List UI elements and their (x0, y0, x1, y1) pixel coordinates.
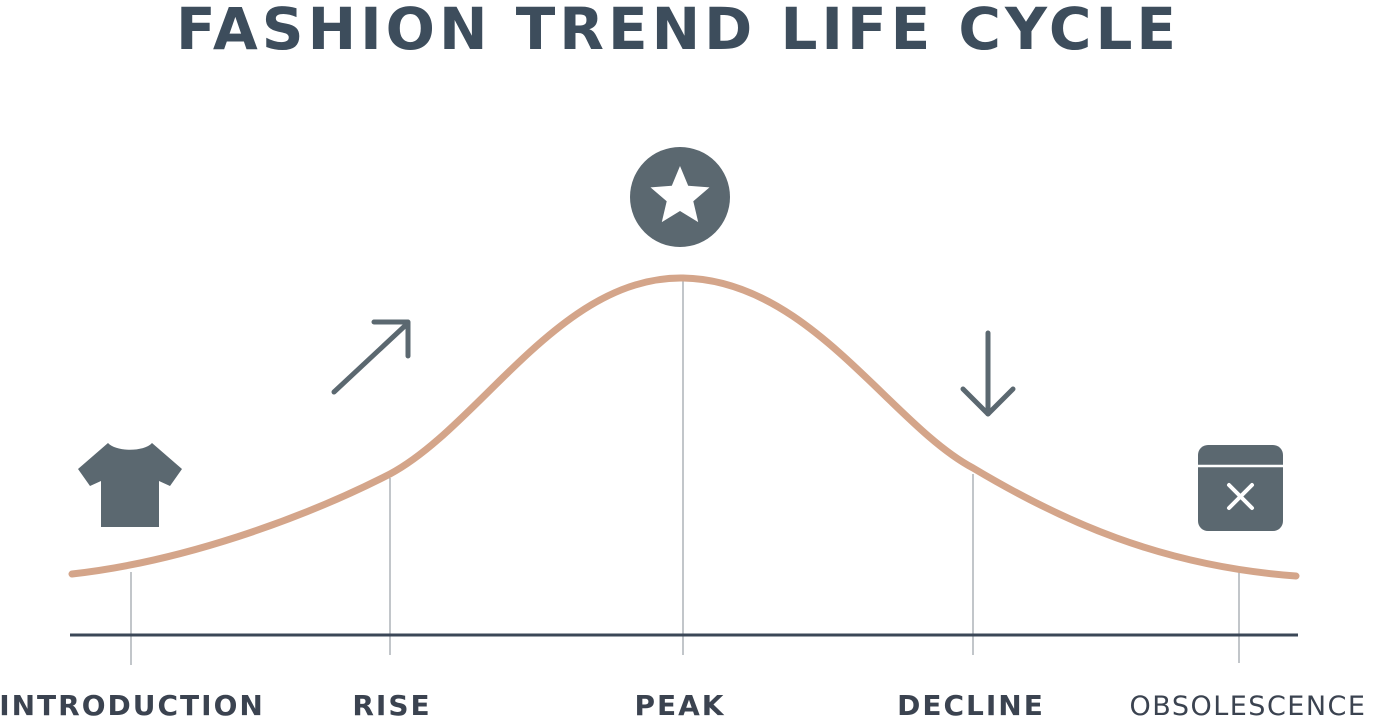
x-box-icon (1198, 445, 1283, 531)
star-icon (630, 147, 730, 247)
t-shirt-icon (78, 443, 182, 527)
stage-label-rise: RISE (352, 689, 431, 719)
stage-label-decline: DECLINE (897, 689, 1045, 719)
page-title: FASHION TREND LIFE CYCLE (175, 0, 1181, 63)
arrow-down-icon (960, 330, 1016, 417)
stage-label-introduction: INTRODUCTION (0, 689, 265, 719)
stage-label-obsolescence: OBSOLESCENCE (1130, 691, 1367, 719)
stage-label-peak: PEAK (634, 689, 725, 719)
trend-curve (68, 274, 1300, 580)
arrow-up-right-icon (331, 319, 411, 395)
